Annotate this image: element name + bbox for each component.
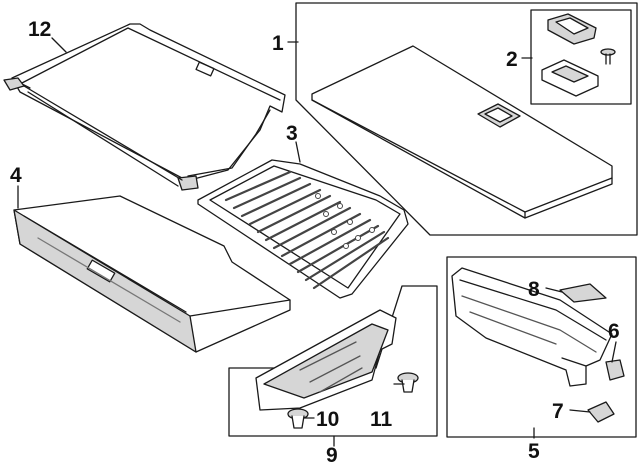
push-clip-part-11 xyxy=(397,372,419,393)
group-box-9 xyxy=(228,285,438,437)
trim-panel-part-9 xyxy=(255,309,397,411)
push-clip-part-10 xyxy=(287,408,309,429)
callout-4: 4 xyxy=(10,164,22,187)
leader-lines xyxy=(17,37,617,447)
load-floor-panel-part-1 xyxy=(311,45,613,219)
callout-6: 6 xyxy=(608,320,620,343)
group-box-5 xyxy=(446,256,637,438)
callout-5: 5 xyxy=(528,440,540,463)
callout-10: 10 xyxy=(316,408,339,431)
group-box-2 xyxy=(530,9,632,105)
callout-3: 3 xyxy=(286,122,298,145)
mat-studs xyxy=(315,193,375,249)
handle-part-2 xyxy=(541,13,616,97)
callout-7: 7 xyxy=(552,400,564,423)
callout-2: 2 xyxy=(506,48,518,71)
callout-1: 1 xyxy=(272,32,284,55)
callout-labels: 1 2 3 4 5 6 7 8 9 10 11 12 xyxy=(10,18,620,465)
retainer-part-6 xyxy=(605,359,625,381)
bracket-part-8 xyxy=(559,283,607,303)
sill-trim-part-5 xyxy=(451,267,613,387)
cargo-tray-part-4 xyxy=(13,195,291,353)
screw-icon xyxy=(600,48,616,65)
floor-mat-part-3 xyxy=(197,159,409,299)
callout-12: 12 xyxy=(28,18,51,41)
cargo-cover-part-12 xyxy=(3,23,286,191)
group-box-1 xyxy=(295,2,638,236)
clip-part-7 xyxy=(587,401,615,423)
callout-9: 9 xyxy=(326,444,338,465)
callout-11: 11 xyxy=(370,408,393,431)
mat-ribs xyxy=(224,170,390,290)
callout-8: 8 xyxy=(528,278,540,301)
